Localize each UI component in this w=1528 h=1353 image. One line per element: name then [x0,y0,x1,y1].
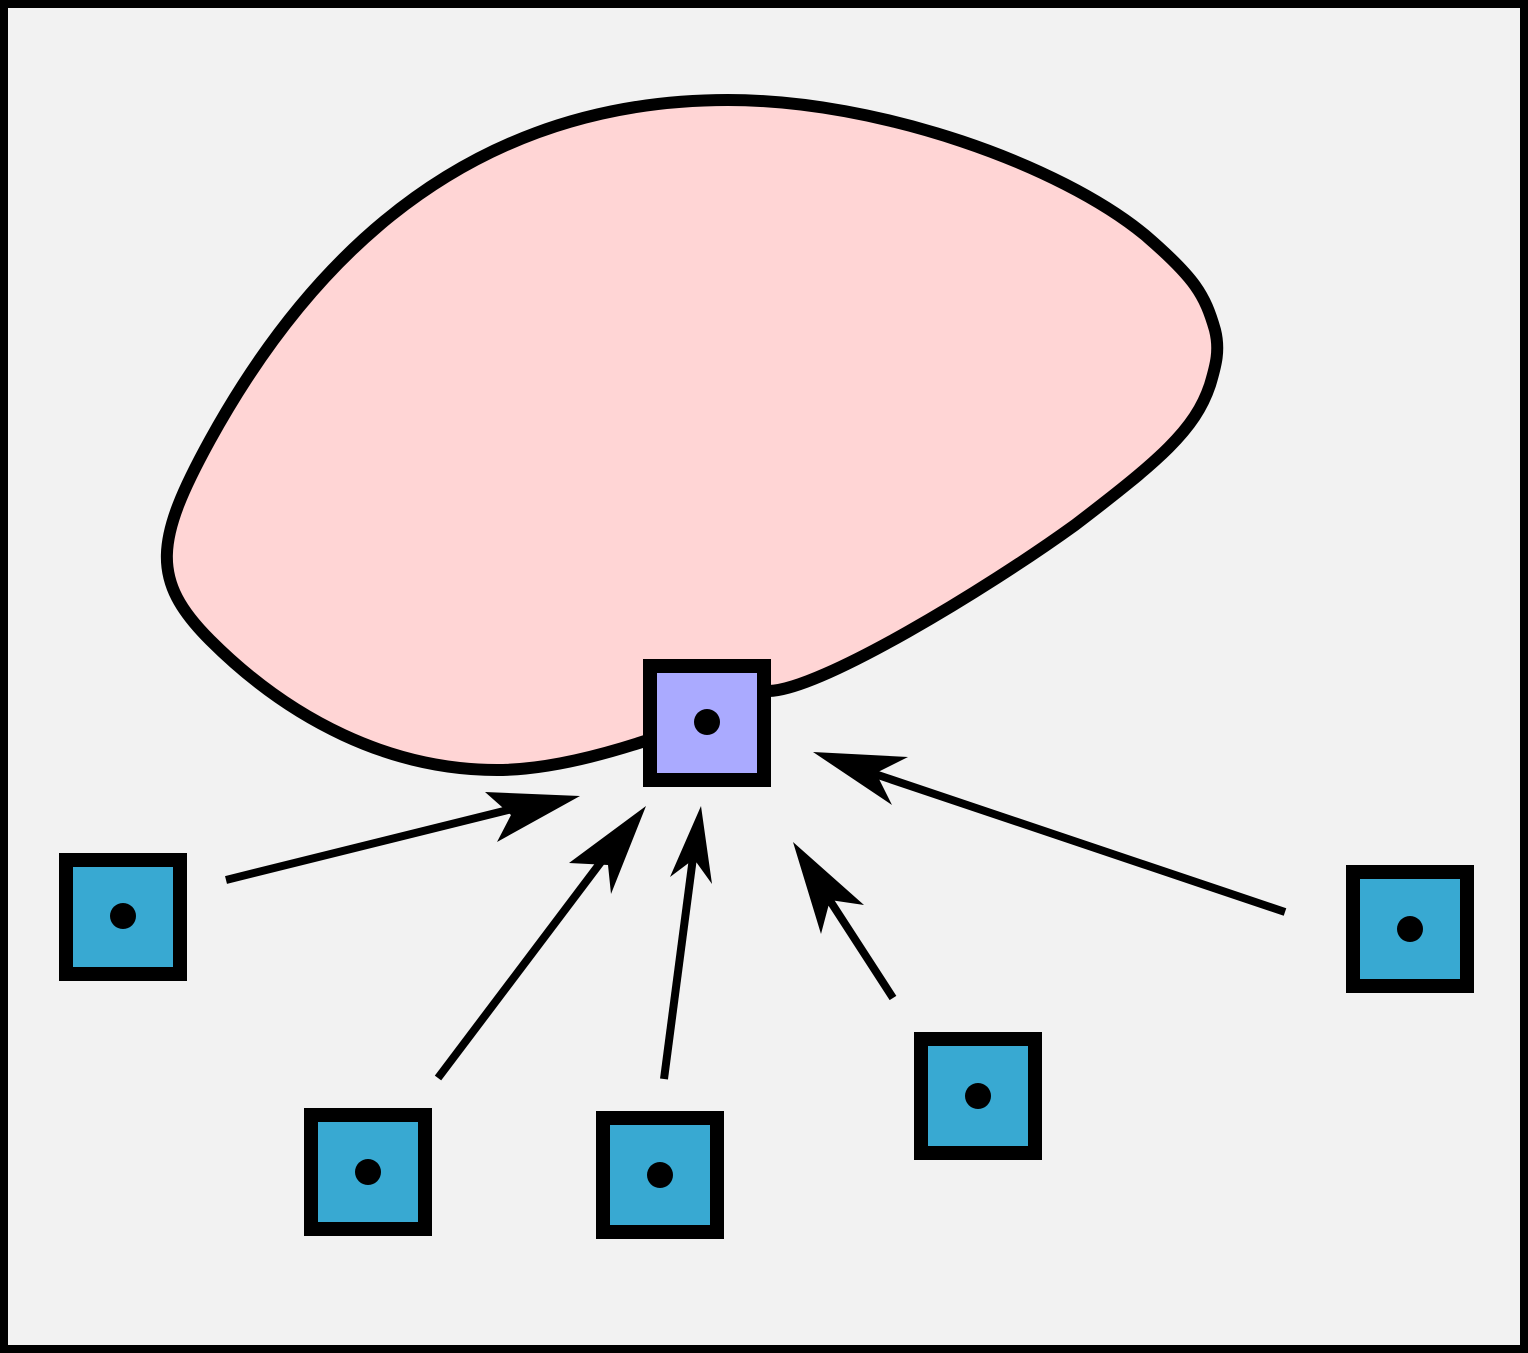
source-node-bottom-right [914,1032,1042,1160]
source-node-right [1346,865,1474,993]
source-node-bottom-right-dot [965,1083,991,1109]
source-node-bottom-center-dot [647,1162,673,1188]
arrow-bottom-center-to-target [660,806,712,1080]
blob-region [160,94,1224,776]
source-node-right-dot [1397,916,1423,942]
source-node-bottom-left [304,1108,432,1236]
arrows-group [225,752,1287,1081]
arrow-left-to-target [225,792,580,884]
arrow-right-to-target [813,752,1287,916]
arrow-bottom-right-to-target [793,842,897,1001]
source-node-bottom-center [596,1111,724,1239]
source-node-left-dot [110,903,136,929]
arrow-bottom-left-to-target [434,806,646,1081]
target-node-dot [694,709,720,735]
source-node-bottom-left-dot [355,1159,381,1185]
source-node-left [59,853,187,981]
target-node [643,659,771,787]
